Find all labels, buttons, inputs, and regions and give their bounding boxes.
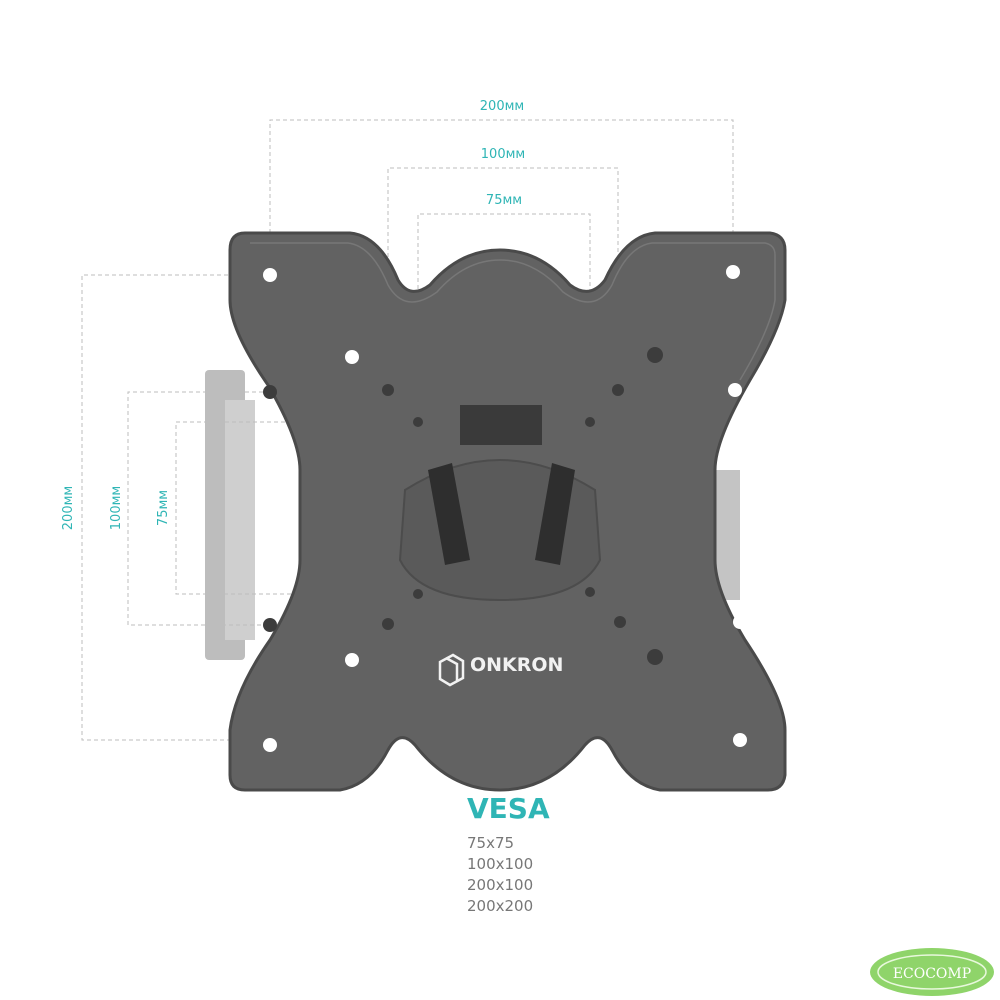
slot-left	[428, 463, 470, 565]
onkron-logo-icon	[438, 653, 465, 687]
svg-text:ECOCOMP: ECOCOMP	[893, 966, 971, 982]
dim-top-100: 100мм	[481, 147, 525, 162]
lock-slot	[460, 405, 542, 445]
dim-left-75: 75мм	[156, 490, 171, 526]
mounting-holes	[263, 265, 747, 752]
dim-top-75: 75мм	[486, 193, 522, 208]
ecocomp-watermark: ECOCOMP	[870, 948, 994, 996]
vesa-title: VESA	[467, 792, 550, 825]
vesa-size: 75x75	[467, 834, 515, 852]
vesa-size-list: 75x75 100x100 200x100 200x200	[467, 833, 533, 917]
dim-left-200: 200мм	[61, 486, 76, 530]
vesa-size: 200x200	[467, 897, 534, 915]
vesa-size: 200x100	[467, 876, 534, 894]
dim-top-200: 200мм	[480, 99, 524, 114]
brand-name: ONKRON	[470, 654, 563, 676]
vesa-size: 100x100	[467, 855, 534, 873]
dim-left-100: 100мм	[109, 486, 124, 530]
slot-right	[535, 463, 575, 565]
